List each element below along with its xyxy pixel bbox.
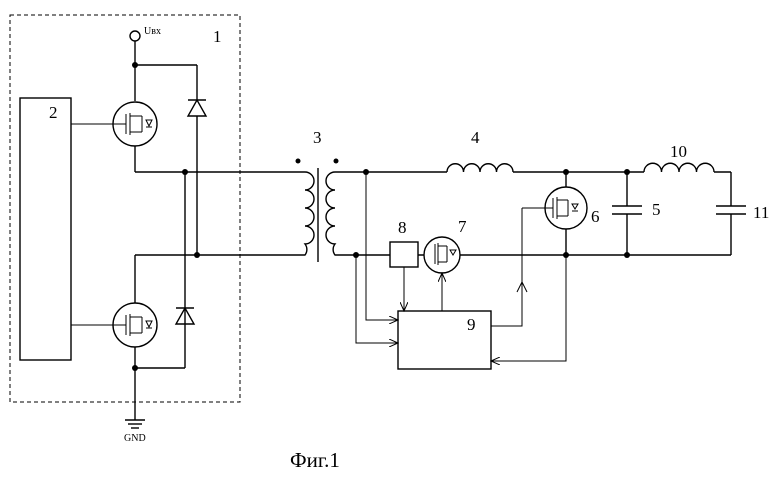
ground-icon (125, 420, 145, 428)
label-5: 5 (652, 200, 661, 219)
inductor-10 (644, 163, 714, 172)
transformer-3 (296, 159, 345, 263)
inductor-4 (447, 164, 513, 172)
signal-output-to-controller (491, 255, 566, 361)
input-voltage-label: Uвх (144, 26, 161, 37)
transistor-6 (522, 172, 587, 255)
controller-block-9 (398, 311, 491, 369)
signal-lower-rail-to-controller (356, 255, 398, 343)
label-11: 11 (753, 203, 769, 222)
capacitor-11 (716, 172, 746, 255)
capacitor-5 (612, 172, 642, 255)
current-sensor-8 (390, 242, 418, 267)
label-1: 1 (213, 27, 222, 46)
input-terminal (130, 31, 140, 41)
driver-block-2 (20, 98, 71, 360)
figure-caption: Фиг.1 (290, 448, 340, 472)
ground-label: GND (124, 433, 146, 444)
label-6: 6 (591, 207, 600, 226)
transistor-7 (424, 237, 460, 273)
label-3: 3 (313, 128, 322, 147)
upper-diode (188, 100, 206, 116)
label-4: 4 (471, 128, 480, 147)
label-2: 2 (49, 103, 58, 122)
label-10: 10 (670, 142, 687, 161)
label-7: 7 (458, 217, 467, 236)
label-8: 8 (398, 218, 407, 237)
signal-controller-to-transistor-6 (491, 208, 522, 326)
label-9: 9 (467, 315, 476, 334)
